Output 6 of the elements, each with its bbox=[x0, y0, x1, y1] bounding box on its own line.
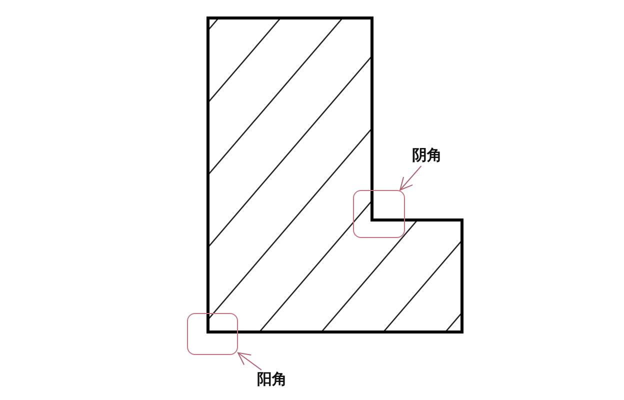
arrow bbox=[238, 352, 262, 370]
corner-label: 阳角 bbox=[257, 370, 293, 390]
corner-label: 阴角 bbox=[412, 146, 448, 166]
highlight-box bbox=[353, 190, 405, 238]
arrow bbox=[400, 166, 422, 190]
highlight-box bbox=[187, 313, 238, 355]
